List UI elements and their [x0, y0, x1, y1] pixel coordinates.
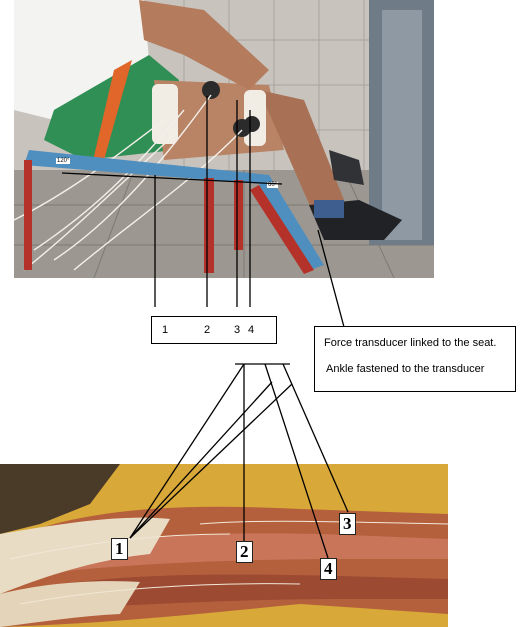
leader-line-force — [317, 229, 345, 328]
subject-photo-drawing — [14, 0, 434, 278]
leader-line-to-1c — [129, 383, 293, 539]
measurement-line — [61, 172, 283, 185]
electrode-number-2: 2 — [204, 324, 211, 336]
ankle-fastened-text: Ankle fastened to the transducer — [326, 363, 485, 375]
muscle-tag-3: 3 — [339, 513, 356, 535]
electrode-number-4: 4 — [248, 324, 255, 336]
subject-photo — [14, 0, 434, 278]
leader-line-to-3 — [282, 363, 349, 513]
muscle-tag-2: 2 — [236, 541, 253, 563]
muscle-tag-1: 1 — [111, 538, 128, 560]
dissection-photo-drawing — [0, 464, 448, 627]
muscle-tag-4: 4 — [320, 558, 337, 580]
force-transducer-box: Force transducer linked to the seat. Ank… — [314, 326, 516, 392]
electrode-number-1: 1 — [162, 324, 169, 336]
leader-line-to-1a — [129, 363, 245, 539]
electrode-number-3: 3 — [234, 324, 241, 336]
force-transducer-text: Force transducer linked to the seat. — [324, 337, 497, 349]
leader-line-to-4 — [264, 363, 329, 559]
dissection-photo — [0, 464, 448, 627]
leader-line-to-1b — [129, 381, 273, 539]
electrode-numbers-box: 1 2 3 4 — [151, 316, 277, 344]
knee-angle-label: 120° — [56, 158, 71, 164]
hip-angle-label: 60° — [267, 182, 279, 188]
